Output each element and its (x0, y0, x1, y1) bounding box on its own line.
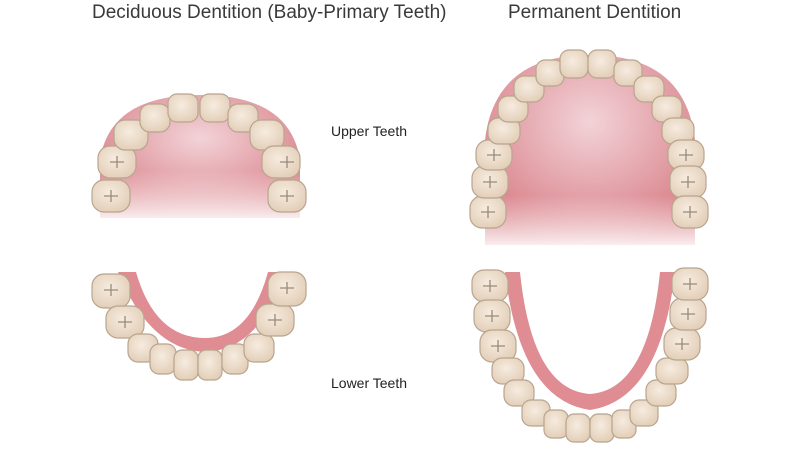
permanent-lower-arch (471, 267, 709, 443)
permanent-title: Permanent Dentition (508, 2, 682, 23)
lower-teeth-label: Lower Teeth (331, 375, 408, 391)
deciduous-lower-arch (91, 271, 307, 381)
deciduous-title: Deciduous Dentition (Baby-Primary Teeth) (92, 2, 447, 23)
upper-teeth-label: Upper Teeth (331, 123, 408, 139)
permanent-upper-arch (469, 49, 709, 247)
deciduous-upper-arch (91, 93, 307, 220)
